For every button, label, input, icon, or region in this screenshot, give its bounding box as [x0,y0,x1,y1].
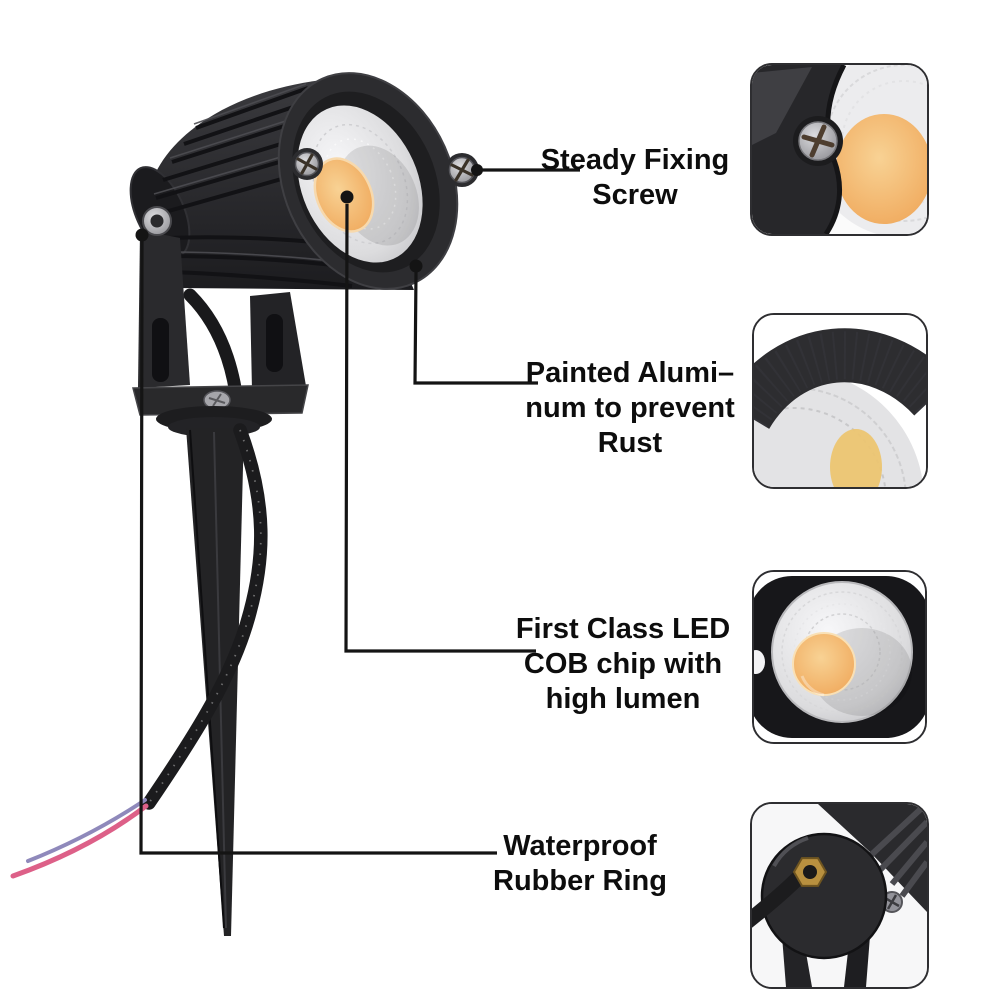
label-line: Waterproof [503,830,657,862]
label-line: Steady Fixing [540,144,730,176]
bezel-screw-right [445,153,479,187]
thumbnail-rubber-ring [750,802,929,989]
callout-dot-rubber-ring [135,228,149,242]
label-line: Rubber Ring [493,865,667,897]
wire-lead-blue [26,798,147,863]
hinge-screw [142,206,172,236]
label-painted-aluminum: Painted Alumi– num to prevent Rust [500,356,760,461]
label-line: high lumen [545,683,701,715]
callout-line-painted-aluminum [413,271,538,385]
reflector-glint [830,429,882,487]
label-line: First Class LED [515,613,731,645]
ground-spike [186,428,244,936]
cob-chip [792,632,856,696]
label-line: Painted Alumi– [525,357,735,389]
callout-line-led-cob [344,203,536,653]
callout-dot-painted-aluminum [409,259,423,273]
label-line: Rust [597,427,663,459]
label-line: num to prevent [525,392,735,424]
thumbnail-fixing-screw [750,63,929,236]
thumbnail-painted-aluminum [752,313,928,489]
painted-rim [754,328,926,430]
back-cap-detail [760,832,888,960]
callout-line-rubber-ring [139,240,497,855]
label-led-cob-chip: First Class LED COB chip with high lumen [493,612,753,717]
label-rubber-ring: Waterproof Rubber Ring [450,829,710,899]
callout-dot-led-cob [340,190,354,204]
label-line: COB chip with [523,648,723,680]
brass-gland [792,857,828,887]
label-fixing-screw: Steady Fixing Screw [505,143,765,213]
callout-connectors [135,164,580,855]
cable-detail [752,868,808,928]
thumbnail-led-cob-chip [752,570,927,744]
bezel-screw-top [291,148,323,180]
power-cable [10,423,268,879]
label-line: Screw [592,179,678,211]
cob-glow [836,114,927,224]
wire-lead-pink [10,803,149,879]
